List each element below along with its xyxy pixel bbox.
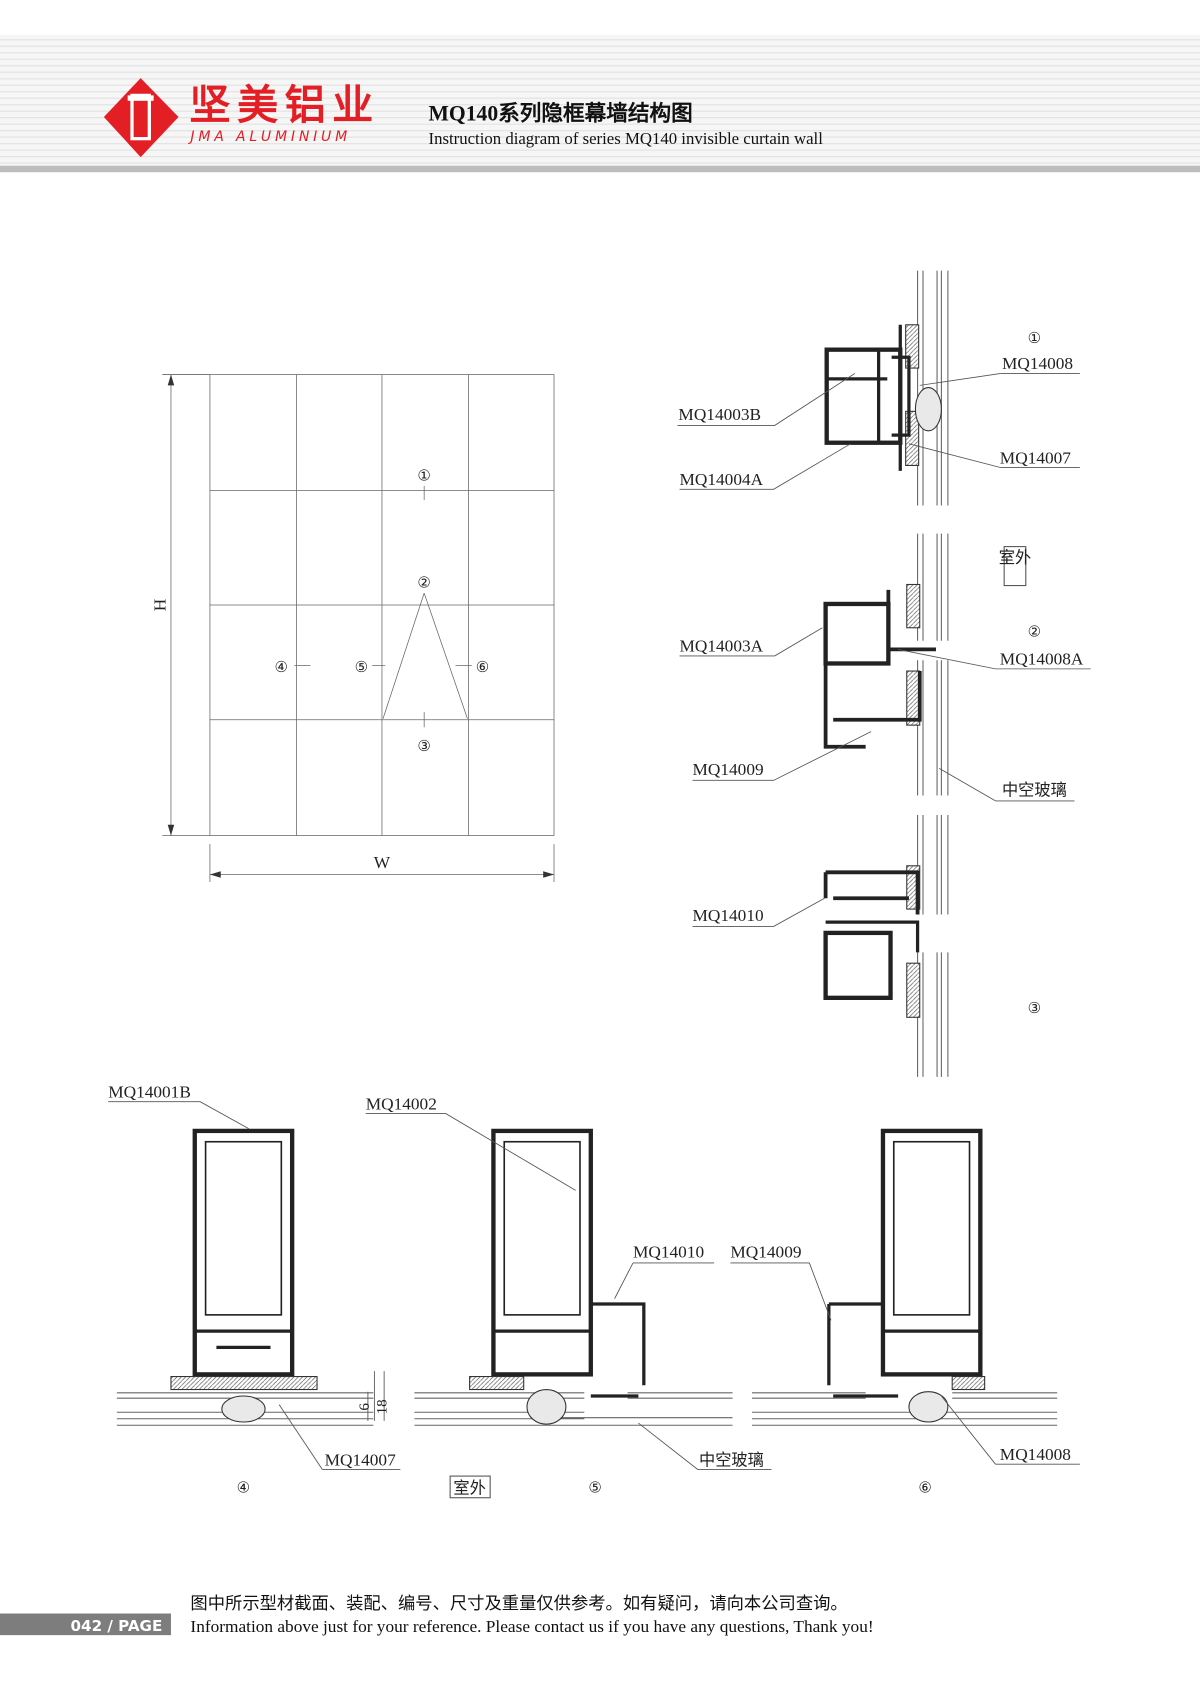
brand-logo: 坚美铝业 JMA ALUMINIUM xyxy=(103,78,379,158)
outdoor-box-bottom xyxy=(449,1475,491,1499)
elevation-diagram: H W ① ② ③ ④ ⑤ ⑥ xyxy=(151,374,555,883)
footer-note-en: Information above just for your referenc… xyxy=(190,1617,873,1636)
label-mq14010-bottom: MQ14010 xyxy=(633,1243,704,1262)
footer: 042 / PAGE 图中所示型材截面、装配、编号、尺寸及重量仅供参考。如有疑问… xyxy=(0,1594,874,1636)
outdoor-label: 室外 xyxy=(999,548,1031,567)
label-insulating-glass: 中空玻璃 xyxy=(1002,780,1067,799)
footer-note-cn: 图中所示型材截面、装配、编号、尺寸及重量仅供参考。如有疑问，请向本公司查询。 xyxy=(190,1594,847,1614)
marker-4: ④ xyxy=(275,660,289,676)
label-mq14002: MQ14002 xyxy=(366,1094,437,1113)
marker-1: ① xyxy=(417,469,431,485)
marker-2: ② xyxy=(417,576,431,592)
section-4-marker: ④ xyxy=(237,1480,251,1496)
label-mq14004a: MQ14004A xyxy=(680,470,764,489)
section-6-marker: ⑥ xyxy=(918,1480,932,1496)
marker-6: ⑥ xyxy=(476,660,490,676)
detail-1: ① MQ14008 MQ14003B MQ14007 MQ14004A xyxy=(677,270,1080,506)
section-5: MQ14002 MQ14010 中空玻璃 室外 ⑤ xyxy=(366,1094,772,1499)
label-mq14009: MQ14009 xyxy=(693,760,764,779)
label-mq14007-bottom: MQ14007 xyxy=(325,1450,396,1469)
label-mq14003b: MQ14003B xyxy=(678,405,761,424)
height-label: H xyxy=(151,599,170,611)
label-mq14003a: MQ14003A xyxy=(680,637,764,656)
outdoor-label-bottom: 室外 xyxy=(453,1478,485,1497)
detail-2-marker: ② xyxy=(1028,624,1042,640)
label-insulating-glass-bottom: 中空玻璃 xyxy=(699,1450,764,1469)
label-mq14009-bottom: MQ14009 xyxy=(730,1243,801,1262)
detail-3-marker: ③ xyxy=(1028,1001,1042,1017)
page-number: 042 / PAGE xyxy=(71,1617,163,1635)
logo-diamond-icon xyxy=(103,78,179,158)
header-band xyxy=(0,34,1200,173)
label-mq14008a: MQ14008A xyxy=(1000,650,1084,669)
marker-3: ③ xyxy=(417,739,431,755)
outdoor-box xyxy=(1003,546,1027,587)
width-label: W xyxy=(374,853,391,872)
marker-5: ⑤ xyxy=(355,660,369,676)
label-mq14008: MQ14008 xyxy=(1002,354,1073,373)
dim-18: 18 xyxy=(374,1399,390,1414)
section-4: 6 18 MQ14001B MQ14007 ④ xyxy=(108,1082,401,1496)
brand-name-en: JMA ALUMINIUM xyxy=(187,129,351,145)
label-mq14010: MQ14010 xyxy=(693,906,764,925)
dim-6: 6 xyxy=(357,1403,373,1411)
detail-1-marker: ① xyxy=(1028,331,1042,347)
section-6: MQ14009 MQ14008 ⑥ xyxy=(730,1128,1080,1496)
label-mq14001b: MQ14001B xyxy=(108,1082,191,1101)
page-title: MQ140系列隐框幕墙结构图 xyxy=(428,100,692,125)
brand-name-cn: 坚美铝业 xyxy=(189,81,379,129)
label-mq14008-bottom: MQ14008 xyxy=(1000,1445,1071,1464)
page-badge xyxy=(0,1613,171,1636)
section-5-marker: ⑤ xyxy=(588,1480,602,1496)
detail-3: ③ MQ14010 xyxy=(692,814,1042,1077)
label-mq14007: MQ14007 xyxy=(1000,448,1071,467)
detail-2: 室外 ② MQ14003A MQ14008A MQ14009 中空玻璃 xyxy=(679,533,1091,802)
page-subtitle: Instruction diagram of series MQ140 invi… xyxy=(428,129,823,148)
